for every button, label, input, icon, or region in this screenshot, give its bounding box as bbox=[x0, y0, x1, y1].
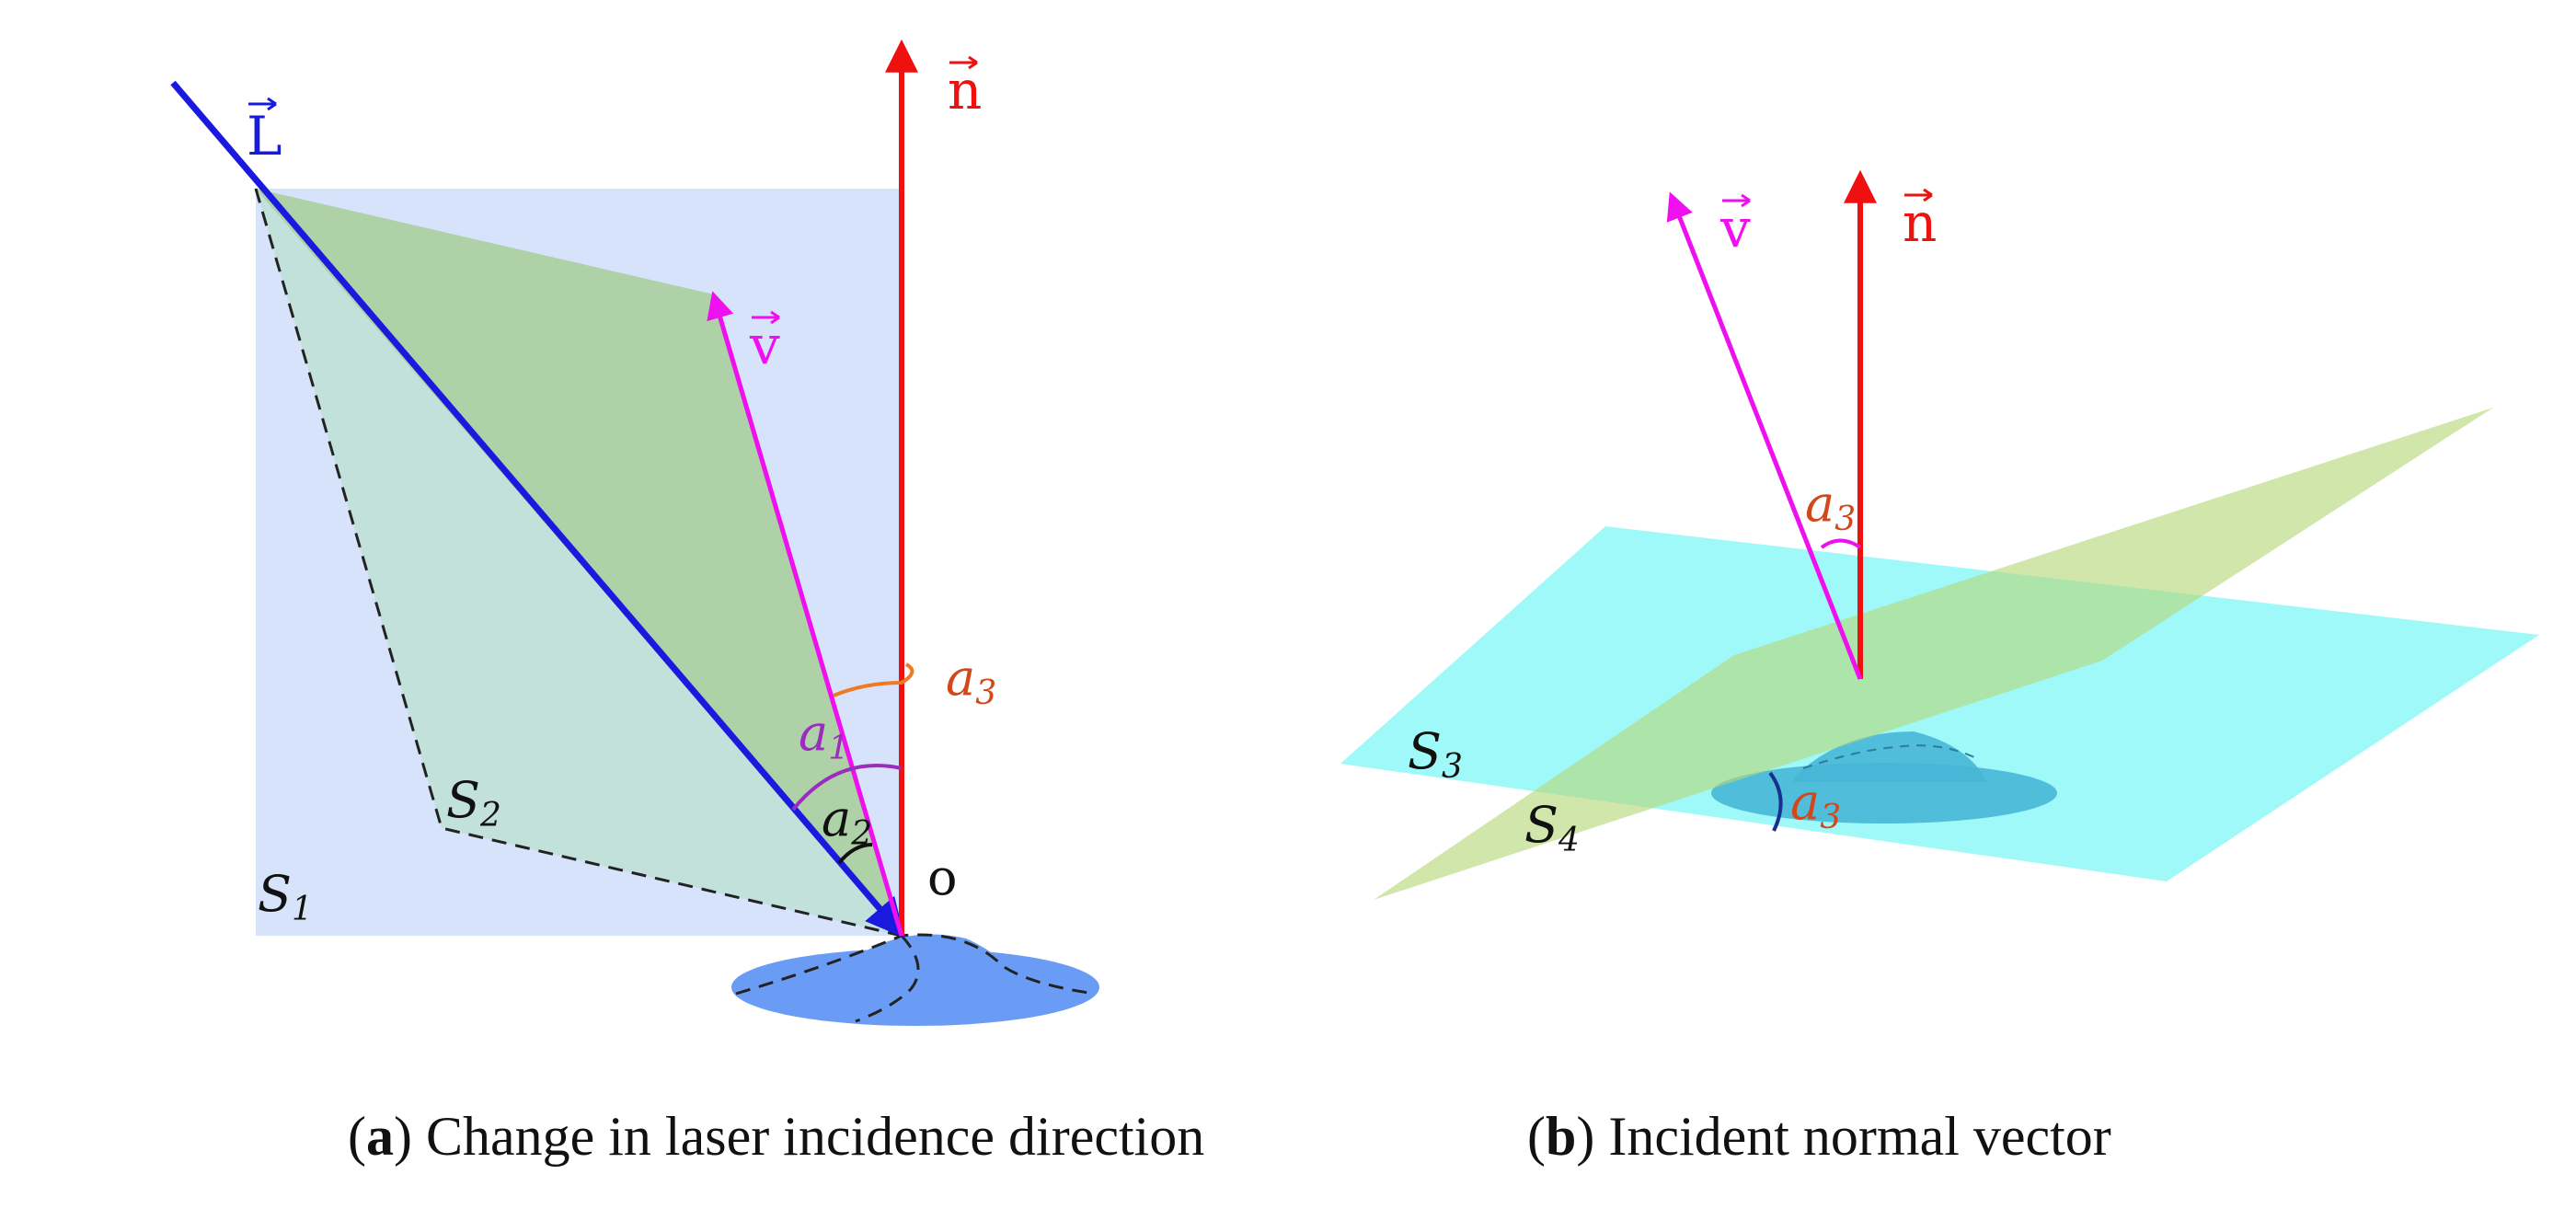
caption-b-letter: b bbox=[1546, 1106, 1576, 1167]
caption-a-letter: a bbox=[366, 1106, 394, 1167]
plane-s2-label: S2 bbox=[446, 771, 501, 835]
panel-b: v n a3 a3 S3 S4 bbox=[1340, 169, 2539, 900]
normal-label-b: n bbox=[1903, 188, 1937, 254]
caption-b-text: Incident normal vector bbox=[1608, 1106, 2110, 1167]
angle-a3-top-arc bbox=[1820, 538, 1862, 549]
normal-label-a-text: n bbox=[948, 59, 982, 121]
laser-label: L bbox=[247, 97, 282, 167]
velocity-label-a: v bbox=[749, 310, 780, 376]
plane-s2-edge bbox=[254, 188, 903, 938]
velocity-vector-b bbox=[1666, 191, 1863, 680]
angle-a3-bottom-arc bbox=[1768, 771, 1783, 832]
droplet-b-bump bbox=[1794, 731, 1987, 782]
droplet-b-contour bbox=[1802, 744, 1979, 769]
caption-a-text: Change in laser incidence direction bbox=[426, 1106, 1204, 1167]
velocity-vector bbox=[707, 291, 904, 937]
normal-label-b-text: n bbox=[1903, 191, 1937, 254]
angle-a3-arc bbox=[833, 662, 914, 697]
velocity-label-a-text: v bbox=[749, 314, 780, 376]
caption-b: (b) Incident normal vector bbox=[1527, 1106, 2111, 1167]
angle-a3-label: a3 bbox=[946, 649, 996, 712]
origin-label: o bbox=[927, 848, 958, 906]
caption-a: (a) Change in laser incidence direction bbox=[348, 1106, 1204, 1167]
velocity-label-b: v bbox=[1719, 193, 1751, 259]
angle-a1-arc bbox=[791, 764, 903, 812]
droplet-a-contour-2 bbox=[855, 934, 920, 1023]
droplet-a-contour bbox=[735, 933, 1096, 996]
velocity-label-b-text: v bbox=[1719, 197, 1751, 259]
plane-s1-label: S1 bbox=[258, 865, 313, 928]
angle-a1-label: a1 bbox=[799, 704, 849, 767]
plane-s4-label: S4 bbox=[1524, 796, 1580, 859]
laser-label-text: L bbox=[247, 105, 282, 167]
angle-a3-top-label: a3 bbox=[1805, 475, 1856, 538]
angle-a2-arc bbox=[837, 843, 873, 865]
laser-vector bbox=[170, 80, 905, 938]
panel-a: L n v a3 a1 a2 S2 S1 o bbox=[170, 39, 1099, 1026]
angle-a2-label: a2 bbox=[822, 789, 872, 853]
normal-label-a: n bbox=[948, 55, 982, 121]
droplet-a-bump bbox=[810, 934, 1021, 987]
angle-a3-bottom-label: a3 bbox=[1790, 773, 1841, 836]
plane-s3-label: S3 bbox=[1408, 722, 1463, 786]
plane-s4 bbox=[1374, 408, 2493, 900]
